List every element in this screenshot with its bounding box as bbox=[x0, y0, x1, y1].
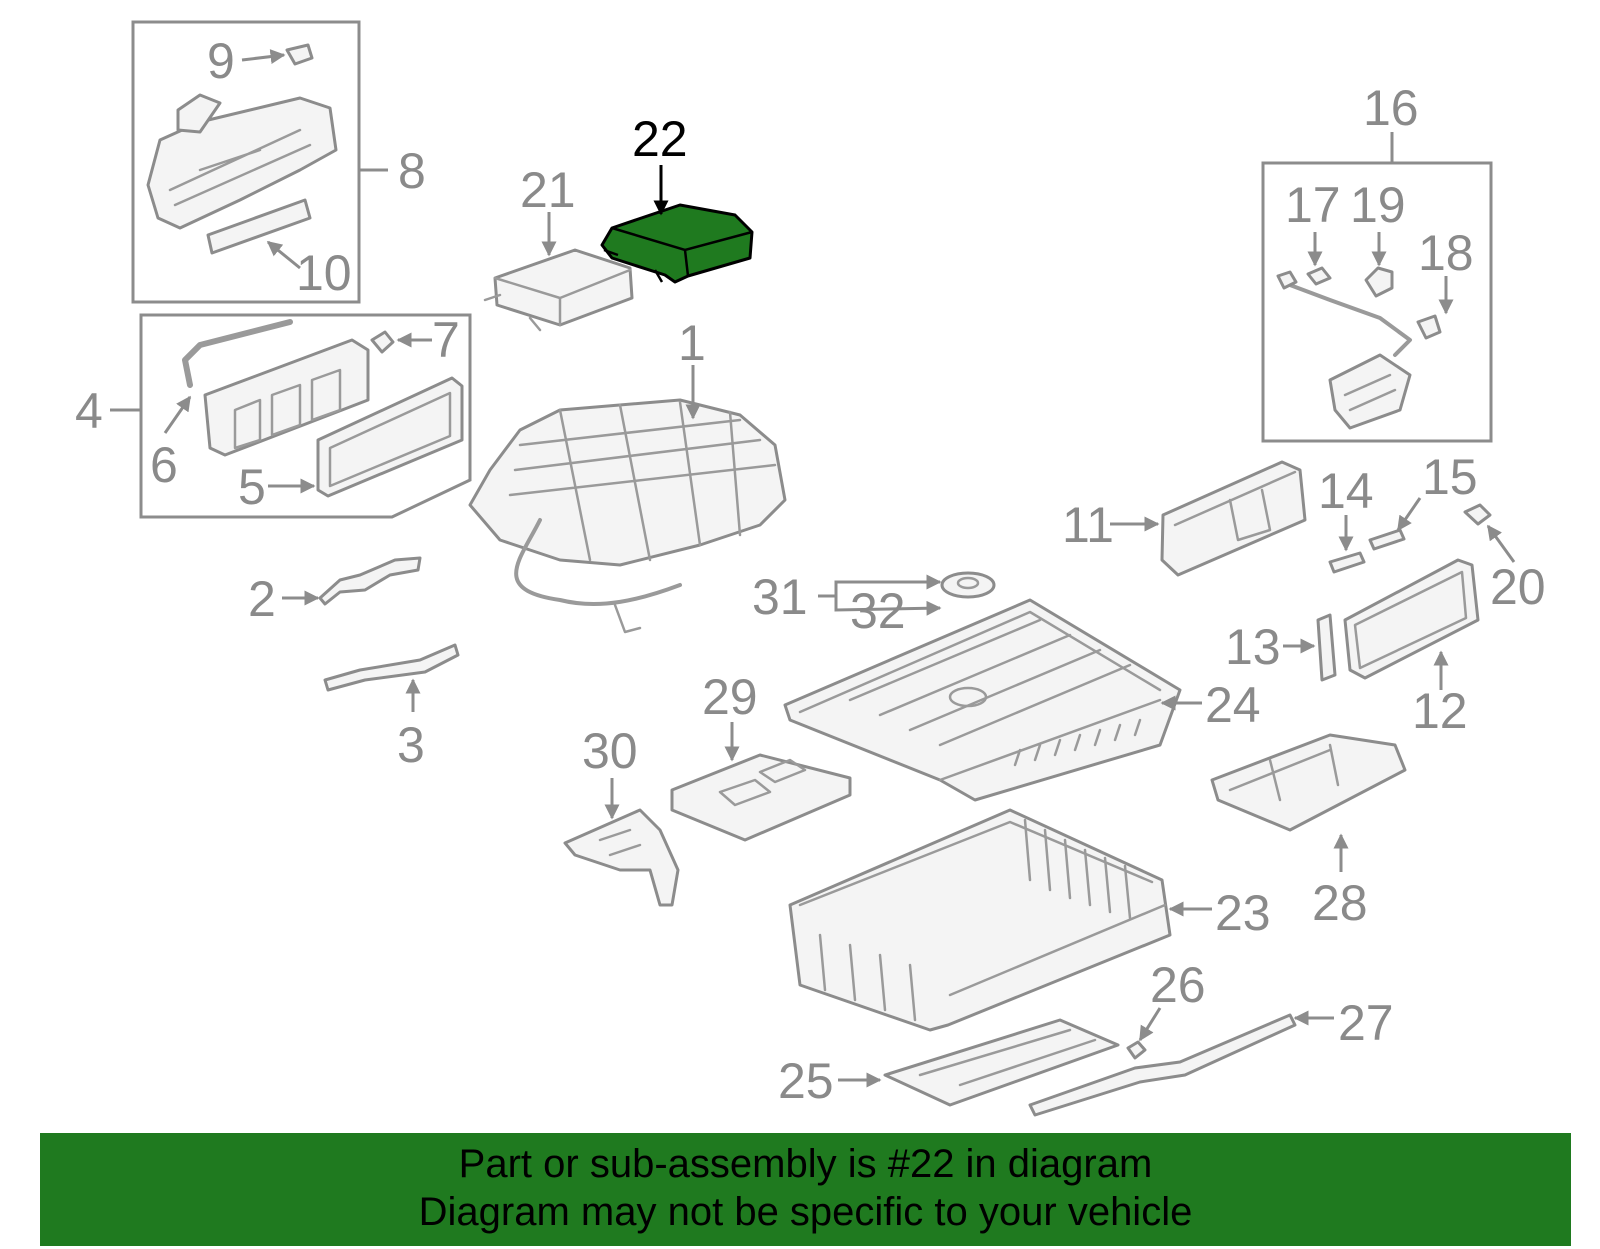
part-3-bar[interactable] bbox=[323, 643, 460, 692]
part-21-control-unit[interactable] bbox=[483, 248, 634, 332]
callout-15: 15 bbox=[1422, 449, 1478, 505]
part-7-clip[interactable] bbox=[370, 330, 395, 354]
callout-31: 31 bbox=[752, 569, 808, 625]
part-31-32-cap[interactable] bbox=[940, 571, 996, 599]
callout-9: 9 bbox=[207, 33, 235, 89]
part-19-plug[interactable] bbox=[1364, 266, 1394, 298]
part-5-gasket[interactable] bbox=[316, 376, 464, 498]
callout-6: 6 bbox=[150, 437, 178, 493]
group-box-16 bbox=[1261, 161, 1493, 443]
part-26-clip[interactable] bbox=[1126, 1040, 1147, 1060]
part-10-seal[interactable] bbox=[206, 198, 312, 255]
leader-10 bbox=[266, 240, 301, 270]
part-15-seal[interactable] bbox=[1368, 528, 1406, 551]
callout-24: 24 bbox=[1205, 677, 1261, 733]
callout-8: 8 bbox=[398, 143, 426, 199]
callout-12: 12 bbox=[1412, 683, 1468, 739]
callout-26: 26 bbox=[1150, 957, 1206, 1013]
leader-9 bbox=[241, 49, 286, 65]
callout-14: 14 bbox=[1318, 463, 1374, 519]
part-2-bracket[interactable] bbox=[318, 556, 422, 606]
callout-29: 29 bbox=[702, 669, 758, 725]
parts-diagram: 9 8 10 7 4 6 5 2 3 1 bbox=[75, 20, 1546, 1117]
callout-23: 23 bbox=[1215, 885, 1271, 941]
callout-2: 2 bbox=[248, 571, 276, 627]
part-22-control-unit-highlighted[interactable] bbox=[600, 203, 754, 284]
part-24-tray-cover[interactable] bbox=[783, 598, 1182, 802]
part-18-clip[interactable] bbox=[1416, 314, 1442, 340]
callout-28: 28 bbox=[1312, 875, 1368, 931]
callout-18: 18 bbox=[1418, 225, 1474, 281]
leader-15 bbox=[1396, 497, 1422, 532]
banner-line-1: Part or sub-assembly is #22 in diagram bbox=[458, 1142, 1153, 1186]
callout-25: 25 bbox=[778, 1053, 834, 1109]
leader-20 bbox=[1486, 524, 1516, 563]
callout-5: 5 bbox=[238, 459, 266, 515]
group-box-4 bbox=[139, 313, 472, 519]
part-25-plate[interactable] bbox=[883, 1018, 1120, 1107]
part-28-bracket[interactable] bbox=[1210, 733, 1407, 832]
part-20-bolt[interactable] bbox=[1463, 503, 1492, 526]
leader-31 bbox=[818, 574, 942, 598]
callout-1: 1 bbox=[678, 315, 706, 371]
part-9-clip[interactable] bbox=[285, 43, 314, 66]
part-14-seal[interactable] bbox=[1328, 551, 1366, 574]
part-12-panel[interactable] bbox=[1343, 558, 1480, 680]
callout-13: 13 bbox=[1225, 619, 1281, 675]
callout-3: 3 bbox=[397, 717, 425, 773]
callout-20: 20 bbox=[1490, 559, 1546, 615]
part-1-battery-module[interactable] bbox=[468, 398, 787, 634]
callout-21: 21 bbox=[520, 162, 576, 218]
callout-17: 17 bbox=[1285, 177, 1341, 233]
part-13-gasket[interactable] bbox=[1316, 613, 1337, 682]
part-30-bracket[interactable] bbox=[563, 808, 680, 907]
leader-26 bbox=[1138, 1007, 1162, 1042]
part-17-harness[interactable] bbox=[1276, 266, 1412, 357]
part-6-hose[interactable] bbox=[182, 319, 293, 388]
callout-4: 4 bbox=[75, 383, 103, 439]
part-23-battery-tray[interactable] bbox=[788, 808, 1172, 1032]
callout-22: 22 bbox=[632, 111, 688, 167]
part-16-connector[interactable] bbox=[1328, 353, 1412, 430]
leader-6 bbox=[163, 395, 192, 434]
callout-32: 32 bbox=[850, 583, 906, 639]
group-box-8 bbox=[131, 20, 361, 304]
leader-32 bbox=[834, 596, 942, 616]
callout-7: 7 bbox=[432, 312, 460, 368]
callout-30: 30 bbox=[582, 723, 638, 779]
part-29-bracket[interactable] bbox=[670, 753, 852, 842]
callout-19: 19 bbox=[1350, 177, 1406, 233]
callout-10: 10 bbox=[296, 245, 352, 301]
banner-line-2: Diagram may not be specific to your vehi… bbox=[418, 1190, 1193, 1234]
callout-16: 16 bbox=[1363, 80, 1419, 136]
callout-27: 27 bbox=[1338, 995, 1394, 1051]
part-9-plate[interactable] bbox=[176, 93, 222, 134]
callout-11: 11 bbox=[1062, 497, 1114, 553]
part-11-duct[interactable] bbox=[1160, 460, 1307, 577]
info-banner: Part or sub-assembly is #22 in diagram D… bbox=[40, 1133, 1571, 1246]
part-4-duct[interactable] bbox=[203, 338, 370, 457]
